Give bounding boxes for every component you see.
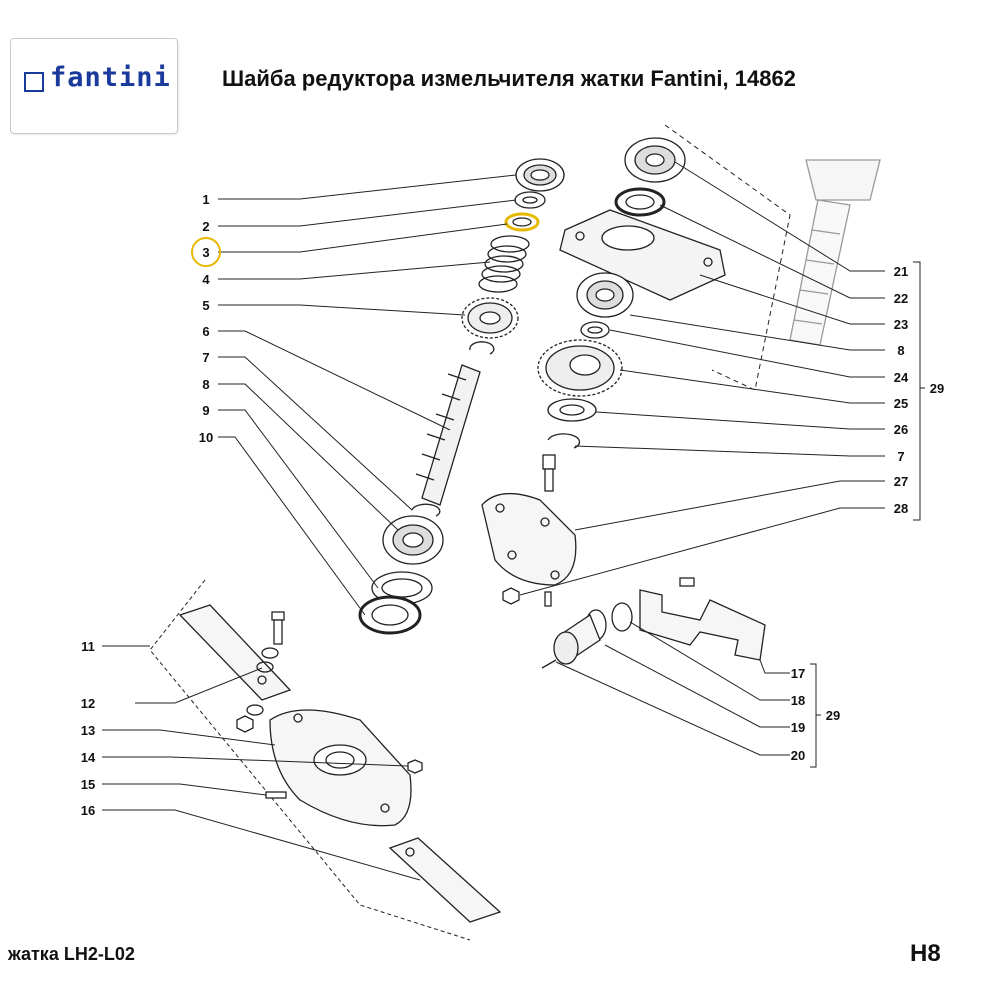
nut-part-14 bbox=[407, 759, 423, 774]
callout-24: 24 bbox=[894, 370, 909, 385]
callout-9: 9 bbox=[202, 403, 209, 418]
callout-6: 6 bbox=[202, 324, 209, 339]
callout-3: 3 bbox=[202, 245, 209, 260]
circlip-part-7-right bbox=[547, 433, 581, 449]
bearing-part-21 bbox=[624, 137, 686, 183]
callout-16: 16 bbox=[81, 803, 95, 818]
blade-part-11 bbox=[178, 604, 292, 701]
bolt-upper bbox=[542, 454, 556, 492]
group-label-29-upper: 29 bbox=[930, 381, 944, 396]
callout-15: 15 bbox=[81, 777, 95, 792]
callout-12: 12 bbox=[81, 696, 95, 711]
callout-8: 8 bbox=[202, 377, 209, 392]
bearing-part-1 bbox=[515, 158, 565, 192]
cover-part-27 bbox=[481, 492, 577, 586]
dashed-outline-lower bbox=[149, 579, 471, 941]
plug-part-19 bbox=[553, 609, 607, 665]
callout-13: 13 bbox=[81, 723, 95, 738]
pin-part-20 bbox=[541, 659, 557, 669]
disc-part-13 bbox=[269, 709, 412, 827]
seal-part-10 bbox=[358, 595, 422, 635]
leader-lines bbox=[102, 161, 885, 881]
page-title: Шайба редуктора измельчителя жатки Fanti… bbox=[222, 66, 796, 91]
callout-14: 14 bbox=[81, 750, 96, 765]
group-bracket-upper bbox=[913, 261, 925, 521]
bearing-part-8-right bbox=[576, 272, 634, 318]
bolt-part-15 bbox=[265, 791, 287, 799]
shaft-part-6 bbox=[415, 364, 481, 506]
callout-18: 18 bbox=[791, 693, 805, 708]
gear-part-5 bbox=[461, 297, 519, 339]
callouts-lower-left: 11 12 13 14 15 16 bbox=[81, 639, 96, 818]
callout-22: 22 bbox=[894, 291, 908, 306]
callout-21: 21 bbox=[894, 264, 908, 279]
callout-11: 11 bbox=[81, 639, 95, 654]
callouts-right: 21 22 23 8 24 25 26 7 27 28 29 bbox=[894, 264, 944, 516]
callout-26: 26 bbox=[894, 422, 908, 437]
nut-part-28 bbox=[502, 587, 552, 607]
highlight-circle-part-3 bbox=[191, 237, 221, 267]
dashed-outline-upper bbox=[664, 124, 791, 391]
callout-5: 5 bbox=[202, 298, 209, 313]
circlip-part-6a bbox=[469, 341, 495, 355]
spacer-part-24 bbox=[580, 321, 610, 339]
callout-25: 25 bbox=[894, 396, 908, 411]
callout-17: 17 bbox=[791, 666, 805, 681]
callout-28: 28 bbox=[894, 501, 908, 516]
logo-text: fantini bbox=[50, 62, 171, 93]
housing-part-23 bbox=[559, 209, 726, 301]
callout-7: 7 bbox=[202, 350, 209, 365]
callout-20: 20 bbox=[791, 748, 805, 763]
callout-8-right: 8 bbox=[897, 343, 904, 358]
callout-4: 4 bbox=[202, 272, 210, 287]
callout-7-right: 7 bbox=[897, 449, 904, 464]
group-bracket-lower bbox=[810, 663, 821, 768]
blade-part-16 bbox=[388, 837, 502, 923]
washer-part-2 bbox=[514, 191, 546, 209]
fantini-logo-icon bbox=[24, 72, 44, 92]
washer-part-26 bbox=[547, 398, 597, 422]
group-label-29-lower: 29 bbox=[826, 708, 840, 723]
callout-19: 19 bbox=[791, 720, 805, 735]
spring-part-4 bbox=[478, 235, 530, 293]
washer-part-3-highlighted bbox=[504, 212, 540, 232]
callouts-lower-right: 17 18 19 20 29 bbox=[791, 666, 840, 763]
logo-box bbox=[10, 38, 178, 134]
bearing-part-8 bbox=[382, 515, 444, 565]
circlip-part-7 bbox=[411, 503, 441, 517]
callout-10: 10 bbox=[199, 430, 213, 445]
gear-part-25 bbox=[537, 339, 623, 397]
footer-model-label: жатка LH2-L02 bbox=[8, 944, 135, 964]
callout-23: 23 bbox=[894, 317, 908, 332]
callout-1: 1 bbox=[202, 192, 209, 207]
callouts-left: 1 2 3 4 5 6 7 8 9 10 bbox=[199, 192, 213, 445]
bolt-part-12 bbox=[236, 611, 285, 733]
callout-27: 27 bbox=[894, 474, 908, 489]
bracket-part-17 bbox=[639, 577, 766, 661]
seal-part-22 bbox=[614, 187, 666, 217]
oring-part-18 bbox=[611, 602, 633, 632]
footer-page-code: H8 bbox=[910, 940, 941, 967]
bevel-pinion-shaft bbox=[789, 159, 881, 346]
callout-2: 2 bbox=[202, 219, 209, 234]
